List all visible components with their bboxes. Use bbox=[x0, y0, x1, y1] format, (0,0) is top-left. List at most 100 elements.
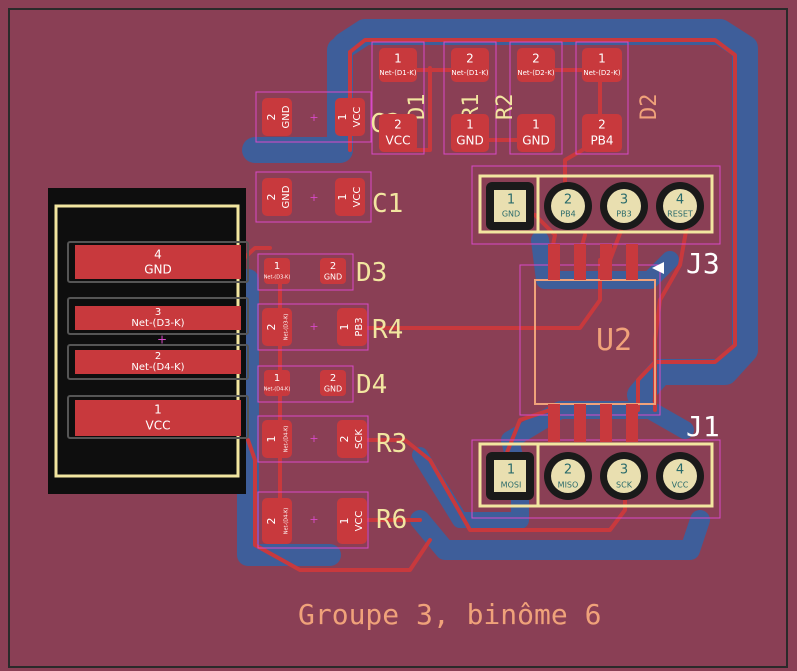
top-pad-1-num: 2 bbox=[466, 52, 474, 66]
row2-pad-3-net: PB4 bbox=[590, 134, 613, 148]
c2-pad2-net: GND bbox=[281, 105, 292, 128]
row2-pad-3-num: 2 bbox=[598, 118, 606, 132]
r4-ref: R4 bbox=[372, 315, 403, 345]
resistor-r4: + 2 Net-(D3-K) 1 PB3 R4 bbox=[262, 308, 403, 346]
top-pad-2-net: Net-(D2-K) bbox=[517, 69, 555, 77]
top-pad-1-net: Net-(D1-K) bbox=[451, 69, 489, 77]
battery-pad-2-num: 2 bbox=[155, 351, 161, 362]
courtyards bbox=[255, 41, 721, 549]
j3-pin2-num: 2 bbox=[564, 193, 572, 208]
battery-pad-1-num: 1 bbox=[154, 403, 162, 417]
c1-pad2-net: GND bbox=[281, 185, 292, 208]
r3-ref: R3 bbox=[376, 429, 407, 459]
d4-pad2-num: 2 bbox=[330, 373, 336, 384]
d4-pad1-net: Net-(D4-K) bbox=[264, 387, 291, 393]
r6-pad2-num: 1 bbox=[338, 518, 351, 525]
j3-ref: J3 bbox=[686, 247, 720, 280]
j1-pin1-num: 1 bbox=[507, 463, 515, 478]
battery-pad-3 bbox=[75, 306, 241, 330]
r3-pad2-num: 2 bbox=[338, 436, 351, 443]
c2-pad1-net: VCC bbox=[352, 107, 363, 128]
top-pad-2-num: 2 bbox=[532, 52, 540, 66]
d3-pad2-net: GND bbox=[324, 273, 342, 282]
second-row-pads: 2 VCC 1 GND 1 GND 2 PB4 bbox=[379, 114, 622, 152]
row2-pad-1-net: GND bbox=[456, 134, 484, 148]
j1-pin3-net: SCK bbox=[616, 481, 633, 490]
r4-pad2-num: 1 bbox=[338, 324, 351, 331]
j3-pin4-net: RESET bbox=[667, 210, 693, 219]
r4-center-mark: + bbox=[309, 320, 318, 333]
battery-pad-3-net: Net-(D3-K) bbox=[131, 318, 184, 329]
r4-pad1-net: Net-(D3-K) bbox=[284, 314, 290, 341]
connector-j3: 1 GND 2 PB4 3 PB3 4 RESET J3 bbox=[478, 174, 720, 280]
j3-pin1-num: 1 bbox=[507, 193, 515, 208]
battery-pad-1 bbox=[75, 400, 241, 436]
row2-pad-1-num: 1 bbox=[466, 118, 474, 132]
r6-center-mark: + bbox=[309, 513, 318, 526]
ref-d2: D2 bbox=[637, 94, 662, 121]
r3-pad1-num: 1 bbox=[265, 436, 278, 443]
c2-center-mark: + bbox=[309, 111, 318, 124]
j1-pin3-num: 3 bbox=[620, 463, 628, 478]
d4-pad1-num: 1 bbox=[274, 373, 280, 384]
battery-pad-3-num: 3 bbox=[155, 307, 161, 318]
battery-pad-2 bbox=[75, 350, 241, 374]
top-pad-3-net: Net-(D2-K) bbox=[583, 69, 621, 77]
d3-pad1-net: Net-(D3-K) bbox=[264, 275, 291, 281]
c1-pad1-num: 1 bbox=[336, 194, 349, 201]
j3-pin3-num: 3 bbox=[620, 193, 628, 208]
top-row-pads: 1 Net-(D1-K) 2 Net-(D1-K) 2 Net-(D2-K) 1… bbox=[379, 48, 622, 82]
connector-j1: 1 MOSI 2 MISO 3 SCK 4 VCC J1 bbox=[478, 410, 720, 508]
r6-pad1-num: 2 bbox=[265, 518, 278, 525]
led-d3: 1 Net-(D3-K) 2 GND D3 bbox=[264, 258, 387, 288]
battery-pad-2-net: Net-(D4-K) bbox=[131, 362, 184, 373]
board-label: Groupe 3, binôme 6 bbox=[298, 598, 601, 631]
battery-pad-4-num: 4 bbox=[154, 248, 162, 262]
d4-pad2-net: GND bbox=[324, 385, 342, 394]
top-pad-0-num: 1 bbox=[394, 52, 402, 66]
c1-pad1-net: VCC bbox=[352, 187, 363, 208]
d3-pad2-num: 2 bbox=[330, 261, 336, 272]
battery-holder: 4 GND 3 Net-(D3-K) + 2 Net-(D4-K) 1 VCC bbox=[48, 188, 249, 494]
r6-ref: R6 bbox=[376, 505, 407, 535]
r6-pad2-net: VCC bbox=[354, 511, 365, 532]
c1-ref: C1 bbox=[372, 189, 403, 219]
j3-pin4-num: 4 bbox=[676, 193, 684, 208]
row2-pad-2-net: GND bbox=[522, 134, 550, 148]
c2-pad2-num: 2 bbox=[265, 114, 278, 121]
resistor-r6: + 2 Net-(D4-K) 1 VCC R6 bbox=[262, 498, 407, 544]
battery-pad-1-net: VCC bbox=[146, 419, 171, 433]
row2-pad-0-num: 2 bbox=[394, 118, 402, 132]
ref-r2: R2 bbox=[493, 94, 518, 121]
j1-pin2-net: MISO bbox=[558, 481, 579, 490]
j1-ref: J1 bbox=[686, 410, 720, 443]
battery-center-mark: + bbox=[157, 333, 167, 347]
r3-center-mark: + bbox=[309, 432, 318, 445]
resistor-r3: + 1 Net-(D4-K) 2 SCK R3 bbox=[262, 420, 407, 459]
j1-pin1-net: MOSI bbox=[501, 481, 522, 490]
j3-pin2-net: PB4 bbox=[560, 210, 575, 219]
u2-ref: U2 bbox=[596, 323, 632, 358]
row2-pad-0-net: VCC bbox=[386, 134, 411, 148]
c1-pad2-num: 2 bbox=[265, 194, 278, 201]
c1-center-mark: + bbox=[309, 191, 318, 204]
r4-pad1-num: 2 bbox=[265, 324, 278, 331]
j3-pin1-net: GND bbox=[502, 210, 520, 219]
j1-pin4-num: 4 bbox=[676, 463, 684, 478]
j3-pin3-net: PB3 bbox=[616, 210, 631, 219]
r6-pad1-net: Net-(D4-K) bbox=[284, 508, 290, 535]
battery-pad-4-net: GND bbox=[144, 263, 172, 277]
j1-pin4-net: VCC bbox=[672, 481, 689, 490]
d4-ref: D4 bbox=[356, 370, 387, 400]
capacitor-c1: + 2 GND 1 VCC C1 bbox=[262, 178, 403, 219]
d3-ref: D3 bbox=[356, 258, 387, 288]
board-edge bbox=[8, 8, 788, 668]
c2-pad1-num: 1 bbox=[336, 114, 349, 121]
ic-u2: U2 bbox=[534, 244, 664, 442]
top-pad-0-net: Net-(D1-K) bbox=[379, 69, 417, 77]
row2-pad-2-num: 1 bbox=[532, 118, 540, 132]
r3-pad1-net: Net-(D4-K) bbox=[284, 426, 290, 453]
battery-pad-4 bbox=[75, 245, 241, 279]
r4-pad2-net: PB3 bbox=[354, 317, 365, 336]
